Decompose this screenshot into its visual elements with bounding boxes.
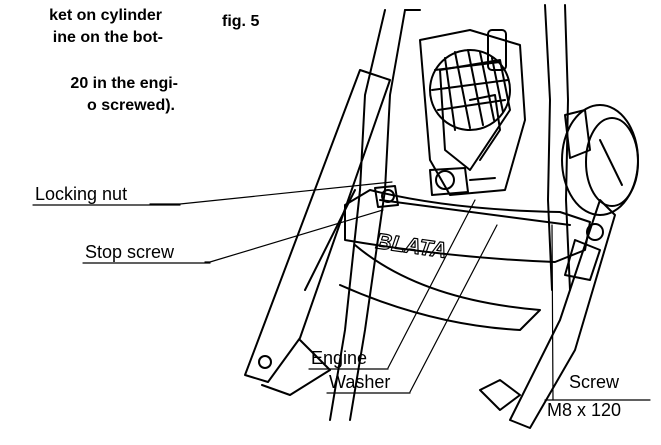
left-rear-arm	[244, 69, 391, 396]
stop-screw-assembly	[374, 167, 496, 208]
leader-screw	[551, 224, 554, 401]
callout-washer: Washer	[329, 372, 391, 392]
instruction-line-1: ket on cylinder	[49, 7, 162, 24]
leader-engine	[387, 199, 476, 369]
blata-logo: BLATA	[374, 228, 448, 263]
figure-label: fig. 5	[222, 13, 260, 30]
callout-underlines	[32, 204, 651, 401]
callout-screw-size: M8 x 120	[547, 400, 622, 420]
right-frame-rail	[544, 4, 571, 291]
engine-block	[419, 29, 526, 196]
leader-stop-screw	[204, 209, 384, 263]
right-rear-arm	[479, 199, 616, 429]
leader-washer	[409, 224, 498, 393]
generator-cover	[561, 104, 639, 216]
callout-locking-nut: Locking nut	[35, 184, 128, 204]
callout-stop-screw: Stop screw	[85, 242, 175, 262]
callout-screw: Screw	[569, 372, 620, 392]
instruction-line-4: o screwed).	[86, 97, 175, 114]
air-filter	[429, 49, 511, 131]
instruction-line-2: ine on the bot-	[52, 29, 163, 46]
leader-lines	[149, 181, 554, 401]
leader-locking-nut	[149, 181, 393, 205]
callout-engine: Engine	[311, 348, 368, 368]
instruction-line-3: 20 in the engi-	[70, 75, 178, 92]
